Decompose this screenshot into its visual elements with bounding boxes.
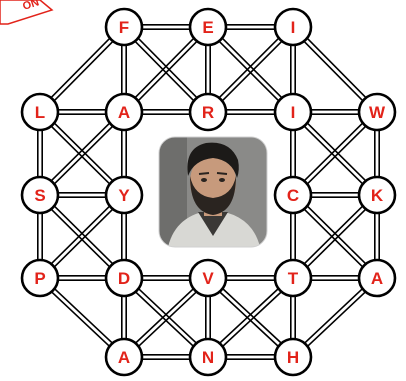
photo-right-eye bbox=[219, 178, 225, 182]
letter-node-label: L bbox=[35, 103, 45, 122]
letter-node[interactable]: A bbox=[106, 94, 142, 130]
letter-node-label: K bbox=[371, 186, 384, 205]
letter-node[interactable]: C bbox=[275, 177, 311, 213]
letter-node[interactable]: A bbox=[106, 339, 142, 375]
letter-node-label: E bbox=[202, 18, 213, 37]
letter-node-label: P bbox=[34, 269, 45, 288]
letter-node-label: A bbox=[371, 269, 383, 288]
letter-node[interactable]: I bbox=[275, 9, 311, 45]
letter-node-label: F bbox=[119, 18, 129, 37]
letter-node-label: S bbox=[34, 186, 45, 205]
letter-node[interactable]: H bbox=[275, 339, 311, 375]
letter-node-label: W bbox=[369, 103, 386, 122]
letter-node-label: I bbox=[291, 18, 296, 37]
letter-node[interactable]: T bbox=[275, 260, 311, 296]
letter-node[interactable]: S bbox=[22, 177, 58, 213]
letter-node[interactable]: R bbox=[190, 94, 226, 130]
letter-node-label: Y bbox=[118, 186, 130, 205]
letter-node-label: V bbox=[202, 269, 214, 288]
letter-node-label: H bbox=[287, 348, 299, 367]
letter-node[interactable]: E bbox=[190, 9, 226, 45]
center-photo bbox=[159, 137, 267, 247]
letter-node[interactable]: N bbox=[190, 339, 226, 375]
letter-node[interactable]: D bbox=[106, 260, 142, 296]
letter-node-label: R bbox=[202, 103, 214, 122]
letter-node-label: D bbox=[118, 269, 130, 288]
letter-node-label: N bbox=[202, 348, 214, 367]
letter-node-label: A bbox=[118, 348, 130, 367]
letter-node[interactable]: V bbox=[190, 260, 226, 296]
letter-node[interactable]: I bbox=[275, 94, 311, 130]
letter-node[interactable]: A bbox=[359, 260, 395, 296]
letter-node[interactable]: L bbox=[22, 94, 58, 130]
letter-node[interactable]: F bbox=[106, 9, 142, 45]
person-portrait-icon bbox=[159, 137, 267, 247]
letter-node[interactable]: K bbox=[359, 177, 395, 213]
letter-node-label: A bbox=[118, 103, 130, 122]
photo-left-eye bbox=[201, 178, 207, 182]
letter-node[interactable]: Y bbox=[106, 177, 142, 213]
corner-banner: ON bbox=[0, 0, 52, 24]
letter-node-label: T bbox=[288, 269, 299, 288]
letter-node[interactable]: W bbox=[359, 94, 395, 130]
letter-node-label: I bbox=[291, 103, 296, 122]
letter-node[interactable]: P bbox=[22, 260, 58, 296]
letter-node-label: C bbox=[287, 186, 299, 205]
